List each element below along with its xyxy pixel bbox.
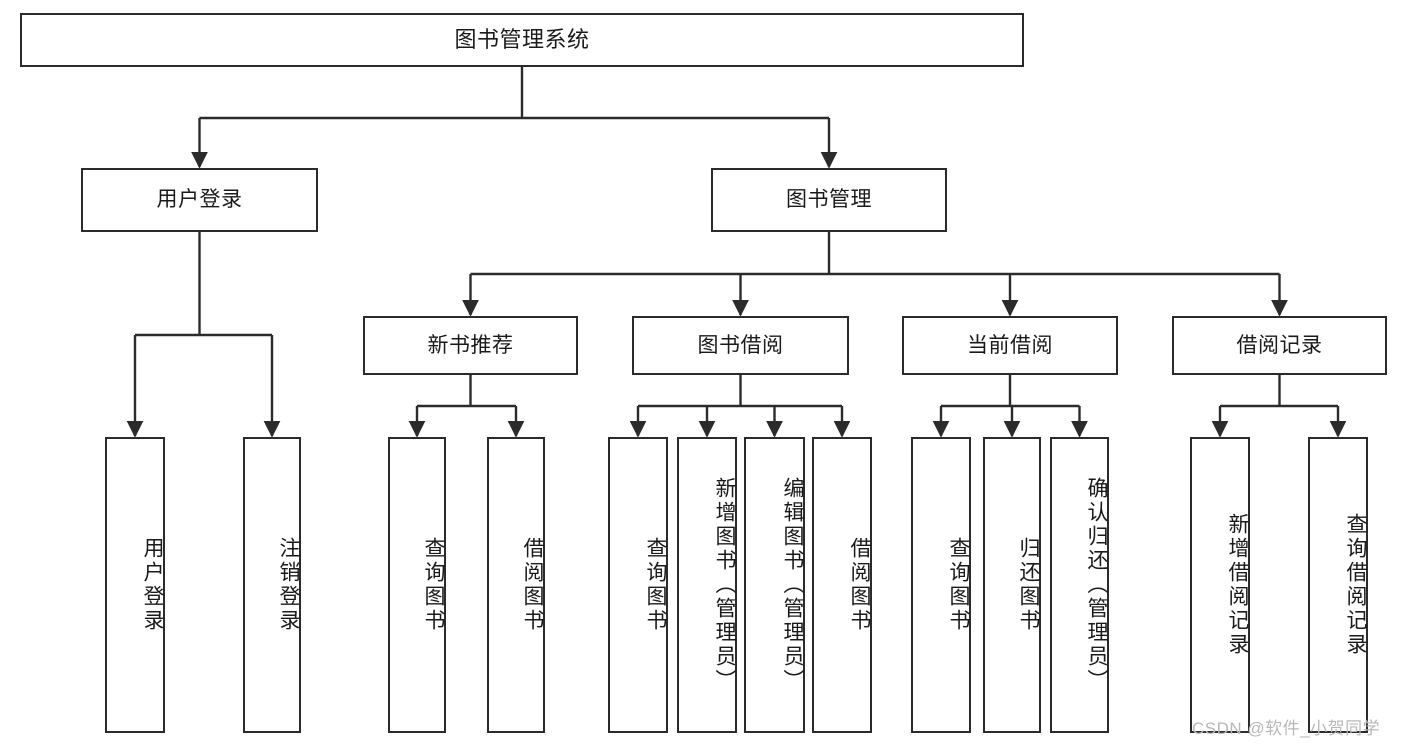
node-leaf-borrow-book-recommend[interactable]: 借阅图书 [487, 437, 545, 733]
node-book-management[interactable]: 图书管理 [711, 168, 947, 232]
node-user-login[interactable]: 用户登录 [81, 168, 318, 232]
node-leaf-add-book-admin[interactable]: 新增图书（管理员） [677, 437, 737, 733]
node-root-book-management-system[interactable]: 图书管理系统 [20, 13, 1024, 67]
node-leaf-user-logout[interactable]: 注销登录 [243, 437, 301, 733]
node-leaf-query-book-borrow[interactable]: 查询图书 [608, 437, 668, 733]
node-leaf-query-book-current[interactable]: 查询图书 [911, 437, 971, 733]
csdn-watermark: CSDN @软件_小贺同学 [1192, 719, 1381, 738]
node-book-borrow[interactable]: 图书借阅 [632, 316, 849, 375]
node-leaf-query-borrow-record[interactable]: 查询借阅记录 [1308, 437, 1368, 733]
node-leaf-add-borrow-record[interactable]: 新增借阅记录 [1190, 437, 1250, 733]
node-leaf-return-book[interactable]: 归还图书 [983, 437, 1041, 733]
node-leaf-user-login[interactable]: 用户登录 [105, 437, 165, 733]
node-leaf-edit-book-admin[interactable]: 编辑图书（管理员） [744, 437, 805, 733]
node-leaf-borrow-book[interactable]: 借阅图书 [812, 437, 872, 733]
node-borrow-record[interactable]: 借阅记录 [1172, 316, 1387, 375]
node-leaf-query-book-recommend[interactable]: 查询图书 [388, 437, 446, 733]
node-leaf-confirm-return-admin[interactable]: 确认归还（管理员） [1050, 437, 1109, 733]
node-new-book-recommend[interactable]: 新书推荐 [363, 316, 578, 375]
node-current-borrow[interactable]: 当前借阅 [902, 316, 1118, 375]
